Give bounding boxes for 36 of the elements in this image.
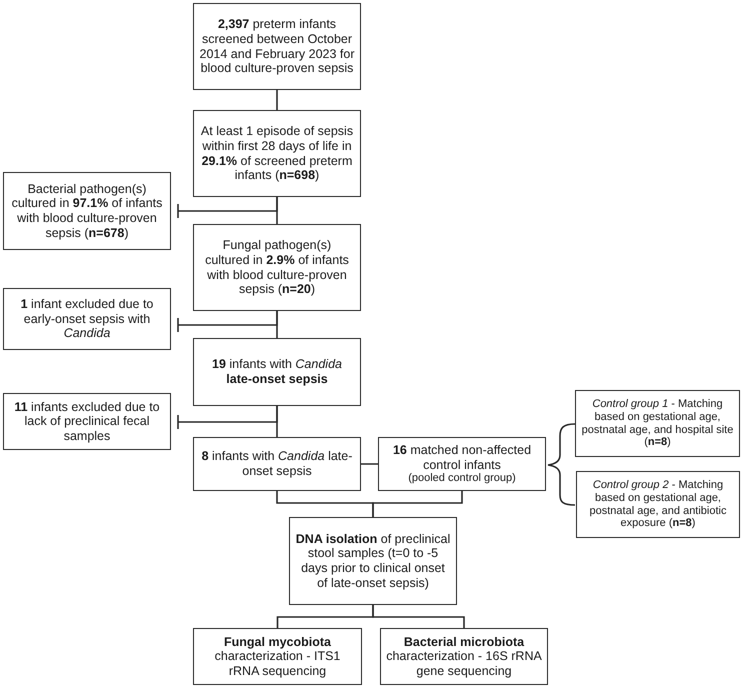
flow-box [3,172,171,250]
connector-line [372,605,465,628]
box-text: Fungal pathogen(s) cultured in 2.9% of infants with blood culture-proven sepsis (n=20) [204,238,350,297]
flow-box [193,224,361,311]
flow-box [576,471,740,538]
box-text: 11 infants excluded due to lack of preclinical fecal samples [13,400,161,444]
box-text: 16 matched non-affected control infants [392,442,532,472]
flow-box [193,110,361,197]
box-text: DNA isolation of preclinical stool samples (t=0 to -5 days prior to clinical onset of late-onset sepsis) [295,532,451,590]
flow-box [380,628,548,685]
flow-box [193,628,362,685]
exclusion-line [177,197,278,219]
flow-box [193,3,361,90]
box-text: 19 infants with Candida late-onset sepsis [211,357,343,387]
box-text: Control group 1 - Matching based on gestational age, postnatal age, and hospital site (n=8) [581,398,734,449]
box-text: Bacterial microbiota characterization - 16S rRNA gene sequencing [386,634,542,678]
flow-box [193,437,361,491]
box-text: 8 infants with Candida late-onset sepsis [200,449,354,479]
box-text: 1 infant excluded due to early-onset sepsis with Candida [20,297,154,341]
box-text: 2,397 preterm infants screened between October 2014 and February 2023 for blood culture-proven sepsis [199,17,355,76]
box-text: Bacterial pathogen(s) cultured in 97.1% of infants with blood culture-proven sepsis (n=678) [10,182,164,240]
box-text: Fungal mycobiota characterization - ITS1 rRNA sequencing [214,634,342,678]
box-text: At least 1 episode of sepsis within first 28 days of life in 29.1% of screened preterm infants (n=698) [200,124,354,183]
connector-line [276,90,278,110]
exclusion-line [177,406,278,430]
flow-box [378,437,546,491]
box-note: (pooled control group) [408,472,516,486]
exclusion-line [177,311,278,333]
flow-box [3,288,171,350]
connector-line [361,463,378,465]
flow-box [289,517,457,605]
connector-line [372,491,463,517]
flow-box [575,390,740,457]
box-text: Control group 2 - Matching based on gestational age, postnatal age, and antibiotic exposure (n=8) [588,479,728,530]
flow-box [3,393,171,450]
flow-box [193,338,361,406]
